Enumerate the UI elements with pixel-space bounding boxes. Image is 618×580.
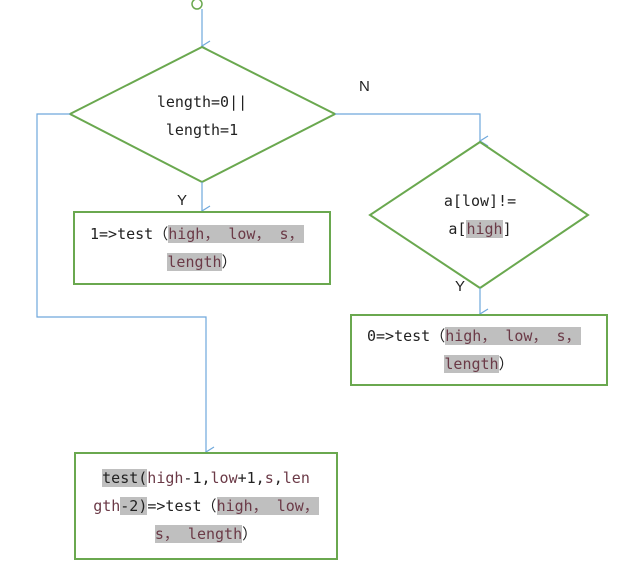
decision2-line2-pre: a[ [448, 220, 467, 238]
box3-minus2: -2) [120, 497, 148, 515]
box3-arrow-test: =>test（ [147, 497, 217, 515]
box3-params-a: high， low， [216, 497, 319, 515]
process-box-return-0 [350, 314, 608, 386]
box1-text: 1=>test（high， low， s， length） [76, 220, 328, 276]
connector-decision1-no [335, 113, 489, 147]
connector-decision1-left-to-recursion [36, 113, 215, 458]
box3-suffix: ） [242, 525, 258, 543]
box2-length: length [444, 355, 499, 373]
start-node [191, 0, 203, 10]
decision2-line1: a[low]!= [443, 192, 517, 210]
box3-plus1: +1, [237, 469, 265, 487]
box2-text: 0=>test（high， low， s， length） [353, 322, 605, 378]
box2-params: high， low， s， [445, 327, 581, 345]
box1-params: high， low， s， [168, 225, 304, 243]
box2-prefix: 0=>test（ [367, 327, 446, 345]
box1-prefix: 1=>test（ [90, 225, 169, 243]
box3-text: test(high-1,low+1,s,len gth-2)=>test（hig… [77, 464, 335, 548]
decision2-high: high [466, 220, 503, 238]
box3-test-call: test( [102, 469, 148, 487]
label-yes-2: Y [455, 278, 466, 295]
box3-gth: gth [93, 497, 121, 515]
decision2-line2-post: ] [502, 220, 512, 238]
box3-minus1: -1, [183, 469, 211, 487]
box1-suffix: ） [221, 253, 237, 271]
label-no: N [359, 78, 370, 95]
decision2-text: a[low]!= a[high] [410, 187, 550, 243]
box3-params-b: s， length [154, 525, 243, 543]
box3-comma: , [273, 469, 283, 487]
box1-length: length [167, 253, 222, 271]
decision1-text: length=0|| length=1 [130, 88, 274, 144]
process-box-return-1 [73, 211, 331, 285]
box3-len: len [282, 469, 310, 487]
decision1-line1: length=0|| [156, 93, 248, 111]
box3-s: s [264, 469, 274, 487]
decision1-line2: length=1 [165, 121, 239, 139]
box3-low: low [210, 469, 238, 487]
box2-suffix: ） [498, 355, 514, 373]
box3-high: high [147, 469, 184, 487]
label-yes-1: Y [177, 192, 188, 209]
